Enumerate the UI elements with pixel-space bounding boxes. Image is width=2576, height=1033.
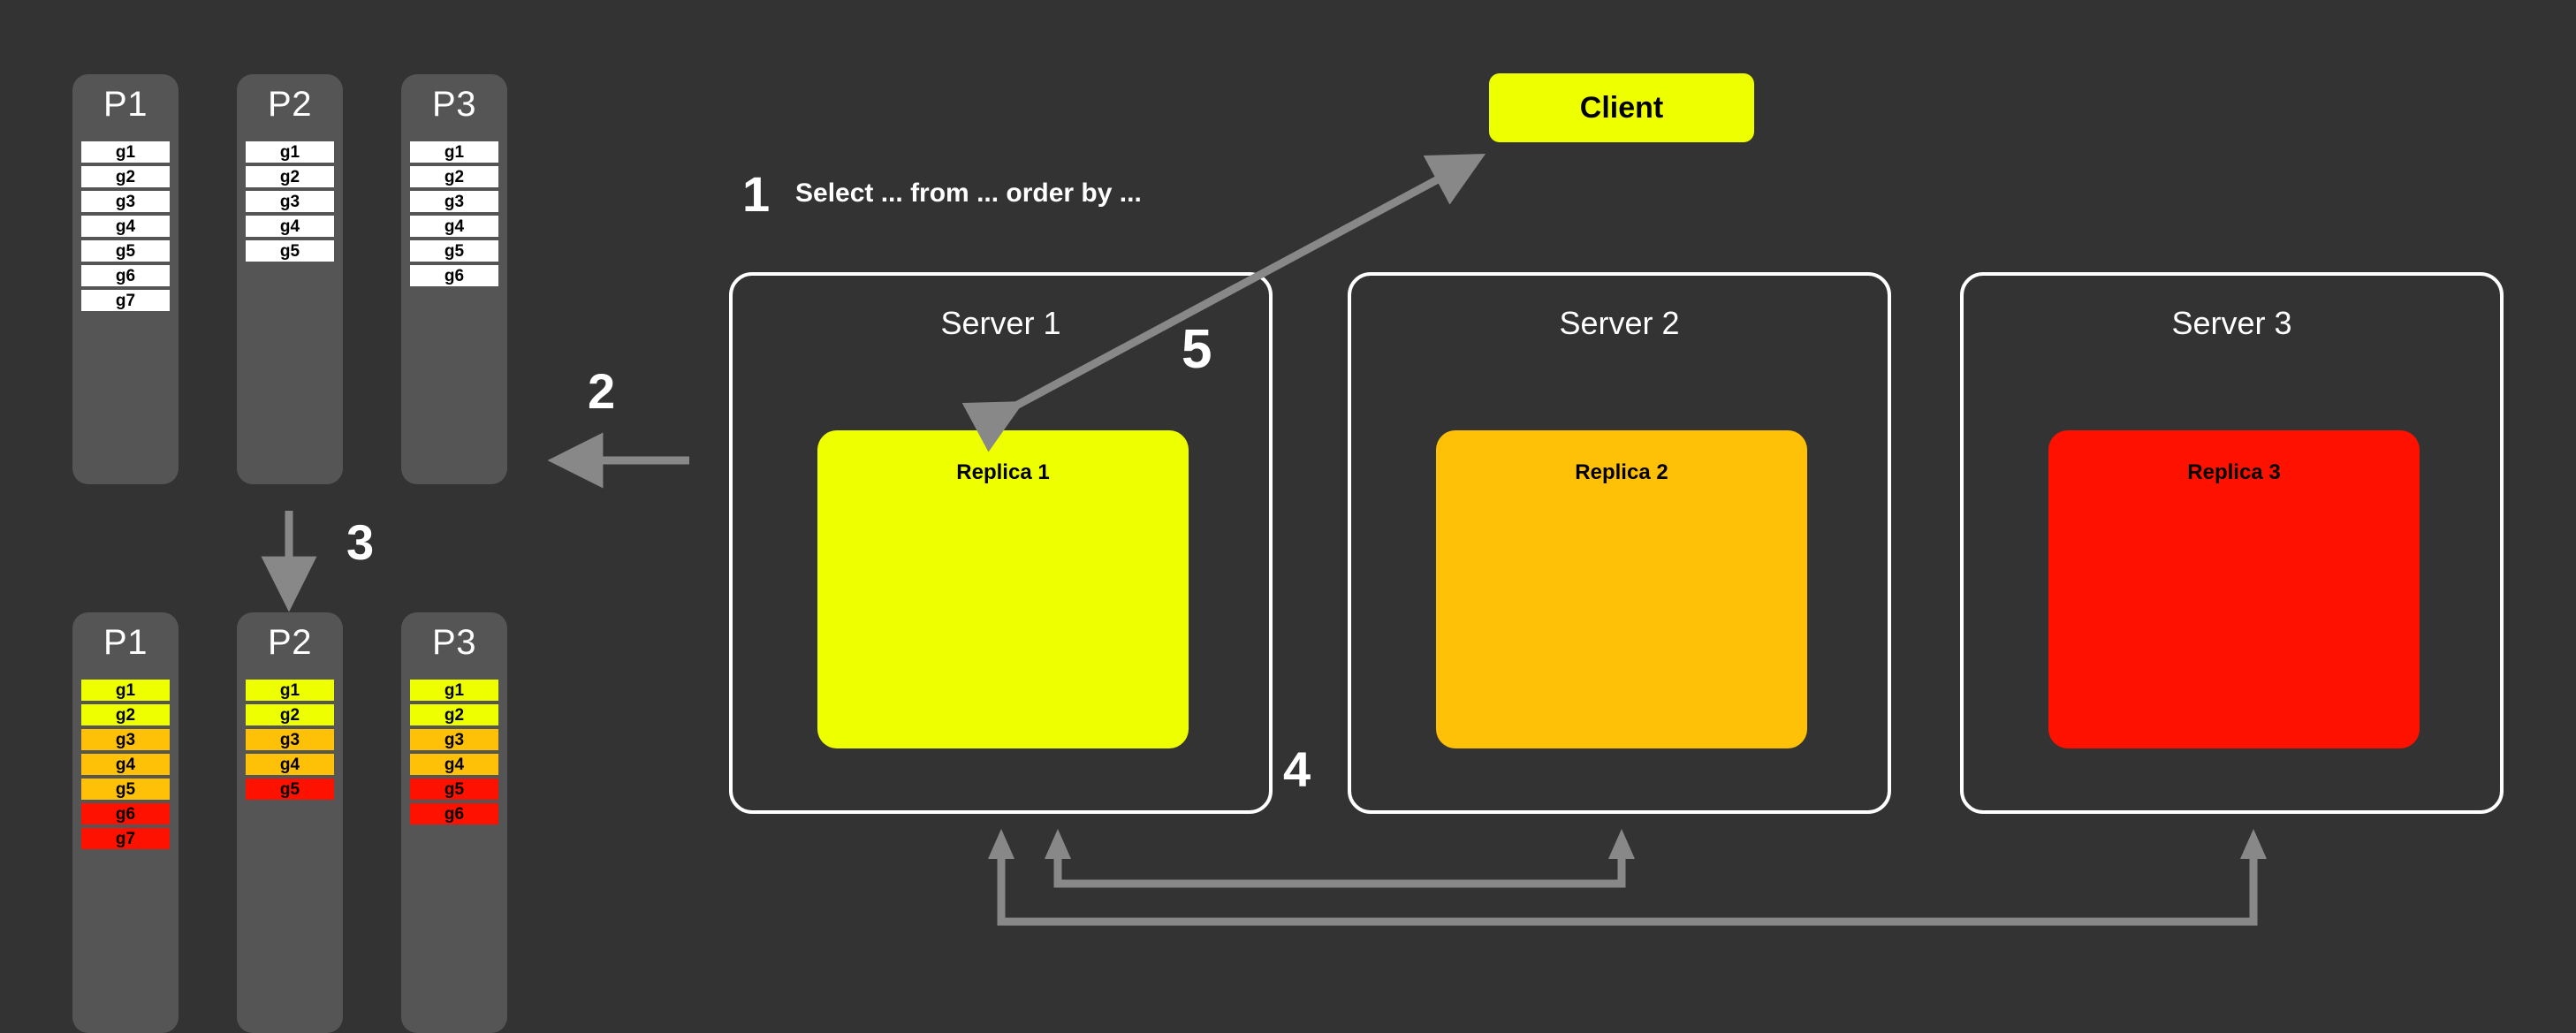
replica-label: Replica 1 bbox=[956, 460, 1050, 484]
partition-title: P2 bbox=[268, 623, 312, 662]
replica-label: Replica 3 bbox=[2187, 460, 2281, 484]
partition-title: P3 bbox=[432, 85, 476, 124]
step-number-2: 2 bbox=[588, 363, 616, 419]
server-box-2[interactable]: Server 2 Replica 2 bbox=[1348, 272, 1891, 814]
replica-box-3[interactable]: Replica 3 bbox=[2048, 430, 2420, 748]
partition-cells: g1 g2 g3 g4 g5 g6 g7 bbox=[81, 141, 170, 315]
partition-cell: g1 bbox=[246, 680, 334, 701]
partition-cell: g6 bbox=[410, 265, 498, 286]
step-number-3: 3 bbox=[346, 514, 375, 570]
partition-cell: g4 bbox=[246, 754, 334, 775]
partition-cell: g6 bbox=[81, 265, 170, 286]
partition-cell: g5 bbox=[246, 779, 334, 800]
partition-cell: g2 bbox=[81, 166, 170, 187]
partition-cell: g1 bbox=[81, 141, 170, 163]
arrowhead-inner-right bbox=[1608, 829, 1635, 859]
server-title: Server 3 bbox=[2171, 305, 2292, 341]
partition-cell: g1 bbox=[410, 141, 498, 163]
partition-cell: g2 bbox=[410, 166, 498, 187]
query-text: Select ... from ... order by ... bbox=[795, 178, 1142, 208]
partition-cells: g1 g2 g3 g4 g5 g6 g7 bbox=[81, 680, 170, 853]
arrow-step-4-outer-path bbox=[997, 847, 2258, 926]
partition-cell: g2 bbox=[246, 166, 334, 187]
partition-cell: g3 bbox=[410, 729, 498, 750]
replica-box-2[interactable]: Replica 2 bbox=[1436, 430, 1807, 748]
partition-title: P2 bbox=[268, 85, 312, 124]
partition-title: P1 bbox=[103, 623, 148, 662]
partition-cell: g4 bbox=[410, 754, 498, 775]
partition-cell: g3 bbox=[81, 729, 170, 750]
client-box[interactable]: Client bbox=[1489, 73, 1754, 142]
step-number-1: 1 bbox=[742, 166, 771, 222]
partition-cell: g7 bbox=[81, 290, 170, 311]
arrow-step-4-inner-path bbox=[1053, 847, 1626, 888]
partition-cell: g6 bbox=[81, 803, 170, 824]
client-label: Client bbox=[1579, 90, 1664, 125]
partition-cell: g3 bbox=[246, 729, 334, 750]
partition-cell: g2 bbox=[246, 704, 334, 725]
partition-column-p3-bottom: P3 g1 g2 g3 g4 g5 g6 bbox=[401, 612, 507, 1033]
partition-cell: g4 bbox=[81, 216, 170, 237]
partition-cells: g1 g2 g3 g4 g5 bbox=[246, 141, 334, 265]
partition-cell: g5 bbox=[81, 240, 170, 262]
partition-cell: g4 bbox=[246, 216, 334, 237]
partition-column-p2-bottom: P2 g1 g2 g3 g4 g5 bbox=[237, 612, 343, 1033]
partition-cell: g5 bbox=[410, 240, 498, 262]
step-number-5: 5 bbox=[1182, 319, 1212, 380]
step-number-4: 4 bbox=[1283, 741, 1311, 797]
partition-cell: g5 bbox=[81, 779, 170, 800]
replica-box-1[interactable]: Replica 1 bbox=[817, 430, 1189, 748]
partition-title: P1 bbox=[103, 85, 148, 124]
partition-cells: g1 g2 g3 g4 g5 g6 bbox=[410, 680, 498, 828]
partition-cell: g4 bbox=[410, 216, 498, 237]
partition-cell: g3 bbox=[410, 191, 498, 212]
partition-column-p3-top: P3 g1 g2 g3 g4 g5 g6 bbox=[401, 74, 507, 484]
partition-cell: g1 bbox=[246, 141, 334, 163]
partition-cell: g5 bbox=[246, 240, 334, 262]
partition-cell: g2 bbox=[410, 704, 498, 725]
partition-cell: g4 bbox=[81, 754, 170, 775]
arrowhead-outer-right bbox=[2240, 829, 2267, 859]
replica-label: Replica 2 bbox=[1575, 460, 1668, 484]
server-title: Server 2 bbox=[1559, 305, 1680, 341]
partition-cell: g3 bbox=[246, 191, 334, 212]
arrowhead-outer-left bbox=[988, 829, 1014, 859]
partition-column-p1-bottom: P1 g1 g2 g3 g4 g5 g6 g7 bbox=[72, 612, 179, 1033]
partition-cell: g5 bbox=[410, 779, 498, 800]
partition-cell: g2 bbox=[81, 704, 170, 725]
partition-title: P3 bbox=[432, 623, 476, 662]
partition-column-p1-top: P1 g1 g2 g3 g4 g5 g6 g7 bbox=[72, 74, 179, 484]
server-box-3[interactable]: Server 3 Replica 3 bbox=[1960, 272, 2504, 814]
partition-cell: g6 bbox=[410, 803, 498, 824]
partition-cell: g1 bbox=[410, 680, 498, 701]
partition-column-p2-top: P2 g1 g2 g3 g4 g5 bbox=[237, 74, 343, 484]
partition-cells: g1 g2 g3 g4 g5 g6 bbox=[410, 141, 498, 290]
partition-cells: g1 g2 g3 g4 g5 bbox=[246, 680, 334, 803]
partition-cell: g7 bbox=[81, 828, 170, 849]
partition-cell: g3 bbox=[81, 191, 170, 212]
partition-cell: g1 bbox=[81, 680, 170, 701]
server-box-1[interactable]: Server 1 Replica 1 bbox=[729, 272, 1273, 814]
arrowhead-inner-left bbox=[1045, 829, 1071, 859]
